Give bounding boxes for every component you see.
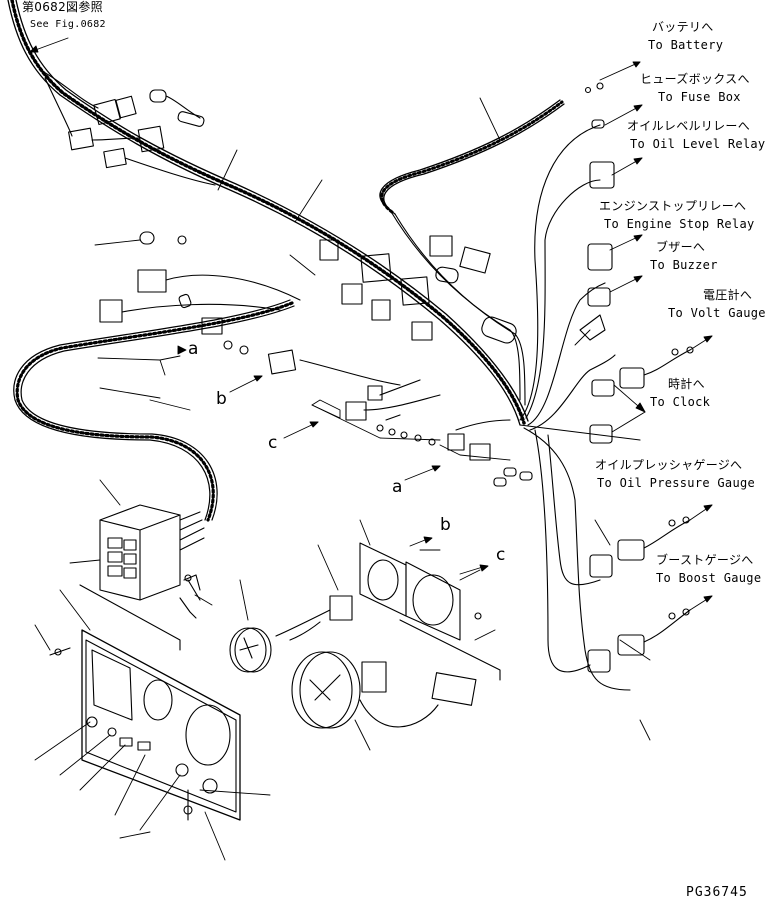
callout-oil-level-relay-en: To Oil Level Relay	[630, 137, 766, 151]
connectors-right	[579, 82, 694, 673]
reference-letter-a-2: a	[392, 477, 403, 497]
callout-fuse-box-en: To Fuse Box	[658, 90, 741, 104]
callout-clock-jp: 時計へ	[668, 377, 705, 391]
callout-volt-gauge-jp: 電圧計へ	[703, 288, 753, 302]
figure-reference-jp: 第0682図参照	[22, 0, 103, 14]
leader-lines	[34, 97, 651, 861]
callout-oil-level-relay-jp: オイルレベルリレーへ	[627, 119, 751, 133]
reference-letter-c-1: c	[268, 433, 278, 453]
reference-letter-c-2: c	[496, 545, 506, 565]
callout-engine-stop-relay-en: To Engine Stop Relay	[604, 217, 755, 231]
callout-fuse-box-jp: ヒューズボックスへ	[640, 72, 750, 86]
callout-engine-stop-relay-jp: エンジンストップリレーへ	[599, 199, 747, 213]
connector-cluster-top-left	[39, 69, 301, 335]
relay-block	[79, 504, 205, 651]
connector-cluster-center	[223, 235, 533, 487]
reference-bracket-a-bottom	[439, 444, 511, 461]
gauges	[49, 542, 501, 729]
figure-reference-en: See Fig.0682	[30, 19, 106, 30]
drawing-code: PG36745	[686, 885, 748, 900]
main-harness	[7, 0, 641, 691]
reference-letter-a-1: a	[188, 339, 199, 359]
reference-letter-b-1: b	[216, 389, 228, 409]
callout-volt-gauge-en: To Volt Gauge	[668, 306, 766, 320]
callout-battery-jp: バッテリへ	[652, 20, 714, 34]
callout-battery-en: To Battery	[648, 38, 724, 52]
callout-oil-pressure-gauge-jp: オイルプレッシャゲージへ	[595, 458, 743, 472]
reference-letter-b-2: b	[440, 515, 452, 535]
callout-buzzer-jp: ブザーへ	[656, 240, 706, 254]
callout-oil-pressure-gauge-en: To Oil Pressure Gauge	[597, 476, 756, 490]
callout-buzzer-en: To Buzzer	[650, 258, 718, 272]
instrument-panel	[81, 629, 241, 821]
callout-boost-gauge-jp: ブーストゲージへ	[656, 553, 754, 567]
callout-arrows	[29, 37, 713, 611]
callout-clock-en: To Clock	[650, 395, 711, 409]
reference-bracket-a-top	[97, 355, 181, 399]
reference-bracket-c-top	[311, 399, 441, 441]
callout-boost-gauge-en: To Boost Gauge	[656, 571, 762, 585]
